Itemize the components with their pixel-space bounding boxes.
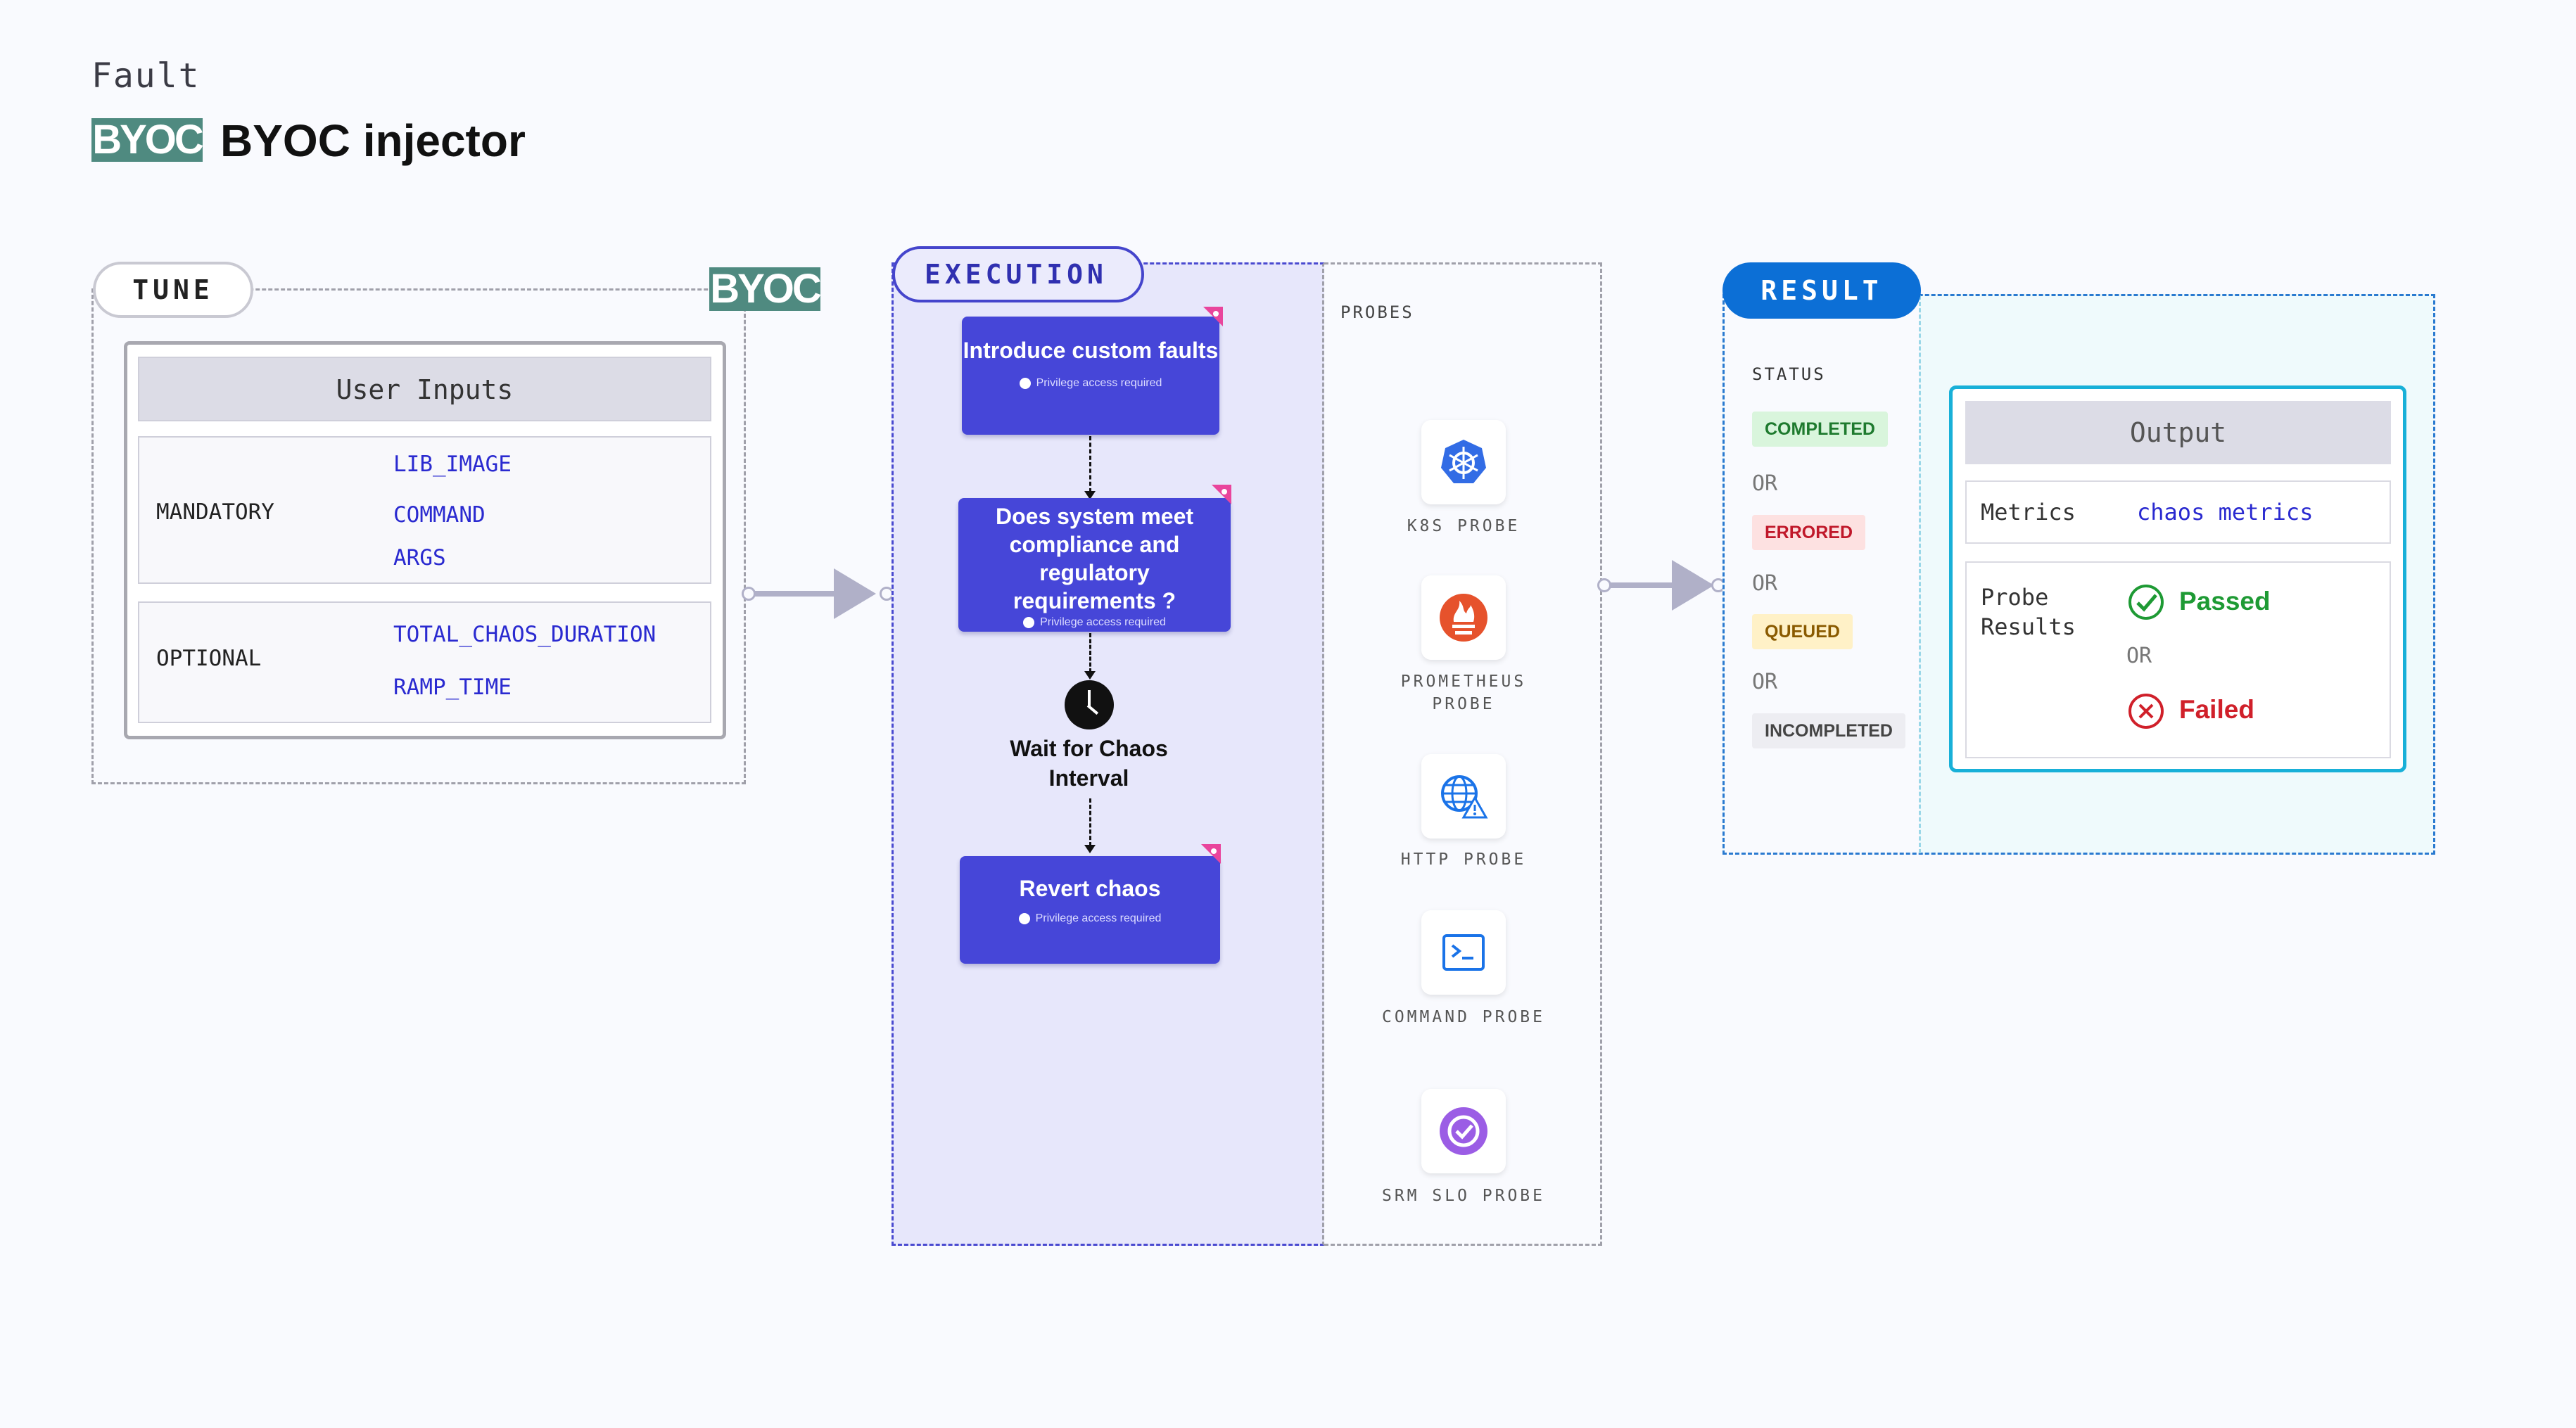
or-separator: OR xyxy=(1752,571,1778,596)
flow-arrowhead xyxy=(1084,845,1096,853)
probe-results-label: Probe Results xyxy=(1981,584,2076,640)
chaos-tag-icon xyxy=(1201,844,1221,864)
arrow-head xyxy=(834,568,876,619)
prometheus-probe-card xyxy=(1421,575,1506,660)
page-title: BYOC injector xyxy=(220,115,526,166)
param-args: ARGS xyxy=(393,545,446,570)
probe-results-box xyxy=(1965,561,2391,758)
or-separator: OR xyxy=(2126,644,2152,668)
connector-node xyxy=(1597,578,1611,592)
arrow-line xyxy=(1610,582,1673,588)
privilege-note: Privilege access required xyxy=(962,377,1219,390)
k8s-probe-label: K8S PROBE xyxy=(1407,517,1521,535)
step-title: Introduce custom faults xyxy=(963,338,1219,363)
metrics-label: Metrics xyxy=(1981,499,2076,525)
connector-node xyxy=(742,587,756,601)
output-title: Output xyxy=(1965,401,2391,464)
http-probe-card xyxy=(1421,754,1506,839)
optional-label: OPTIONAL xyxy=(156,646,262,671)
arrow-head xyxy=(1672,560,1714,611)
step-title: Revert chaos xyxy=(1019,876,1161,901)
command-probe-label: COMMAND PROBE xyxy=(1381,1008,1545,1026)
lock-icon xyxy=(1019,377,1031,389)
param-ramp-time: RAMP_TIME xyxy=(393,675,512,700)
privilege-note-text: Privilege access required xyxy=(1035,912,1162,924)
tune-pill: TUNE xyxy=(93,262,253,318)
byoc-tag: BYOC xyxy=(709,266,822,312)
execution-pill: EXECUTION xyxy=(892,246,1144,302)
kubernetes-icon xyxy=(1441,440,1486,483)
tune-section xyxy=(91,288,746,784)
privilege-note-text: Privilege access required xyxy=(1036,377,1162,389)
optional-group xyxy=(138,601,711,723)
step-wait-for-chaos-interval: Wait for Chaos Interval xyxy=(1010,736,1168,791)
result-pill: RESULT xyxy=(1722,262,1921,319)
clock-icon xyxy=(1065,680,1114,729)
step-compliance-check: Does system meet compliance and regulato… xyxy=(958,498,1231,632)
globe-warning-icon xyxy=(1441,775,1488,819)
check-circle-icon xyxy=(2128,585,2164,620)
status-errored: ERRORED xyxy=(1752,515,1866,550)
param-command: COMMAND xyxy=(393,502,486,528)
step-introduce-custom-faults: Introduce custom faults Privilege access… xyxy=(962,317,1219,435)
result-divider xyxy=(1919,295,1921,853)
or-separator: OR xyxy=(1752,670,1778,694)
flow-line xyxy=(1089,436,1091,492)
step-title: Does system meet compliance and regulato… xyxy=(995,504,1194,613)
http-probe-label: HTTP PROBE xyxy=(1400,850,1527,869)
terminal-icon xyxy=(1442,934,1485,971)
or-separator: OR xyxy=(1752,471,1778,496)
status-queued: QUEUED xyxy=(1752,614,1853,649)
metrics-row xyxy=(1965,480,2391,544)
srm-slo-probe-label: SRM SLO PROBE xyxy=(1381,1187,1545,1205)
failed-text: Failed xyxy=(2179,695,2254,724)
chaos-tag-icon xyxy=(1203,307,1223,326)
k8s-probe-card xyxy=(1421,420,1506,504)
x-circle-icon xyxy=(2128,694,2164,729)
probes-section xyxy=(1324,262,1602,1246)
mandatory-group xyxy=(138,436,711,584)
status-title: STATUS xyxy=(1752,364,1826,384)
flow-line xyxy=(1089,633,1091,672)
status-incompleted: INCOMPLETED xyxy=(1752,713,1905,748)
user-inputs-title: User Inputs xyxy=(138,357,711,421)
lock-icon xyxy=(1023,616,1035,628)
param-lib-image: LIB_IMAGE xyxy=(393,452,512,477)
privilege-note: Privilege access required xyxy=(958,616,1231,629)
privilege-note-text: Privilege access required xyxy=(1040,616,1166,628)
srm-slo-probe-card xyxy=(1421,1089,1506,1173)
arrow-line xyxy=(754,591,839,597)
chaos-tag-icon xyxy=(1212,485,1231,504)
command-probe-card xyxy=(1421,910,1506,995)
param-total-chaos-duration: TOTAL_CHAOS_DURATION xyxy=(393,622,656,647)
flow-arrowhead xyxy=(1084,491,1096,499)
prometheus-probe-label: PROMETHEUS PROBE xyxy=(1400,672,1527,713)
prometheus-icon xyxy=(1440,594,1487,642)
flow-line xyxy=(1089,798,1091,846)
section-label: Fault xyxy=(91,56,201,96)
flow-arrowhead xyxy=(1084,671,1096,680)
step-revert-chaos: Revert chaos Privilege access required xyxy=(960,856,1220,964)
mandatory-label: MANDATORY xyxy=(156,499,274,525)
privilege-note: Privilege access required xyxy=(960,912,1220,925)
byoc-logo: BYOC xyxy=(91,117,204,162)
lock-icon xyxy=(1018,912,1030,924)
srm-slo-icon xyxy=(1440,1107,1487,1155)
metrics-value: chaos metrics xyxy=(2137,499,2314,525)
passed-text: Passed xyxy=(2179,587,2271,616)
status-completed: COMPLETED xyxy=(1752,412,1888,447)
probes-title: PROBES xyxy=(1340,302,1414,322)
